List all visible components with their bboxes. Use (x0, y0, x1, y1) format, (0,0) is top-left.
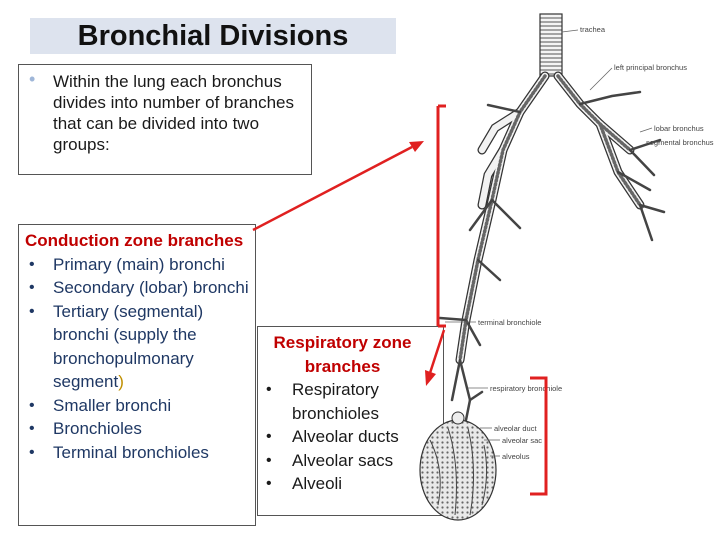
conduction-zone-list: • Primary (main) bronchi • Secondary (loba… (25, 253, 255, 465)
list-item-text: Primary (main) bronchi (53, 254, 225, 274)
label-alveolar-duct: alveolar duct (494, 424, 537, 433)
list-item-text: Bronchioles (53, 419, 142, 438)
list-item: • Alveolar ducts (262, 425, 443, 449)
list-item-suffix: ) (118, 372, 124, 391)
label-trachea: trachea (580, 25, 606, 34)
respiratory-zone-title: Respiratory zone branches (273, 333, 412, 376)
label-leader-lines (445, 29, 660, 457)
bullet-icon: • (29, 396, 35, 414)
list-item-text: Respiratory bronchioles (292, 380, 379, 423)
list-item: • Respiratory bronchioles (262, 378, 443, 425)
label-lobar-bronchus: lobar bronchus (654, 124, 704, 133)
list-item-text: Smaller bronchi (53, 395, 172, 415)
label-terminal-bronchiole: terminal bronchiole (478, 318, 541, 327)
intro-box: • Within the lung each bronchus divides … (18, 64, 312, 175)
label-segmental-bronchus: segmental bronchus (646, 138, 714, 147)
bronchi-drawing (438, 71, 666, 422)
conduction-zone-bracket (436, 104, 446, 328)
label-left-principal-bronchus: left principal bronchus (614, 63, 687, 72)
label-alveolus: alveolus (502, 452, 530, 461)
bullet-icon: • (29, 255, 35, 273)
list-item: • Bronchioles (25, 417, 255, 441)
page-title: Bronchial Divisions (30, 18, 396, 54)
bullet-icon: • (29, 420, 35, 437)
conduction-zone-title: Conduction zone branches (25, 231, 244, 250)
bullet-icon: • (29, 443, 35, 461)
respiratory-zone-box: Respiratory zone branches • Respiratory b… (257, 326, 444, 516)
list-item-text: Tertiary (segmental) bronchi (supply the… (53, 301, 204, 392)
list-item-text: Terminal bronchioles (53, 442, 209, 462)
label-respiratory-bronchiole: respiratory bronchiole (490, 384, 562, 393)
bullet-icon: • (29, 279, 35, 296)
list-item-text: Alveoli (292, 474, 343, 493)
list-item: • Alveolar sacs (262, 449, 443, 473)
conduction-zone-box: Conduction zone branches • Primary (main)… (18, 224, 256, 526)
alveolar-sacs-drawing (419, 411, 497, 521)
list-item: • Smaller bronchi (25, 394, 255, 418)
list-item-text: Alveolar ducts (292, 427, 399, 446)
annotation-arrows (252, 141, 446, 386)
list-item-text: Alveolar sacs (292, 450, 394, 470)
label-alveolar-sac: alveolar sac (502, 436, 542, 445)
bullet-icon: • (266, 428, 272, 445)
respiratory-zone-list: • Respiratory bronchioles • Alveolar ducts… (262, 378, 443, 496)
list-item: • Alveoli (262, 472, 443, 496)
list-item: • Secondary (lobar) bronchi (25, 276, 255, 300)
list-item: • Primary (main) bronchi (25, 253, 255, 277)
intro-text: Within the lung each bronchus divides in… (53, 72, 294, 154)
list-item: • Terminal bronchioles (25, 441, 255, 465)
list-item-text: Secondary (lobar) bronchi (53, 278, 249, 297)
list-item: • Tertiary (segmental) bronchi (supply th… (25, 300, 255, 394)
bullet-icon: • (266, 381, 272, 398)
intro-bullet: • (29, 69, 36, 89)
bullet-icon: • (29, 302, 35, 320)
bullet-icon: • (266, 451, 272, 469)
trachea-drawing (539, 13, 563, 77)
bullet-icon: • (266, 475, 272, 492)
respiratory-zone-bracket (530, 376, 548, 496)
